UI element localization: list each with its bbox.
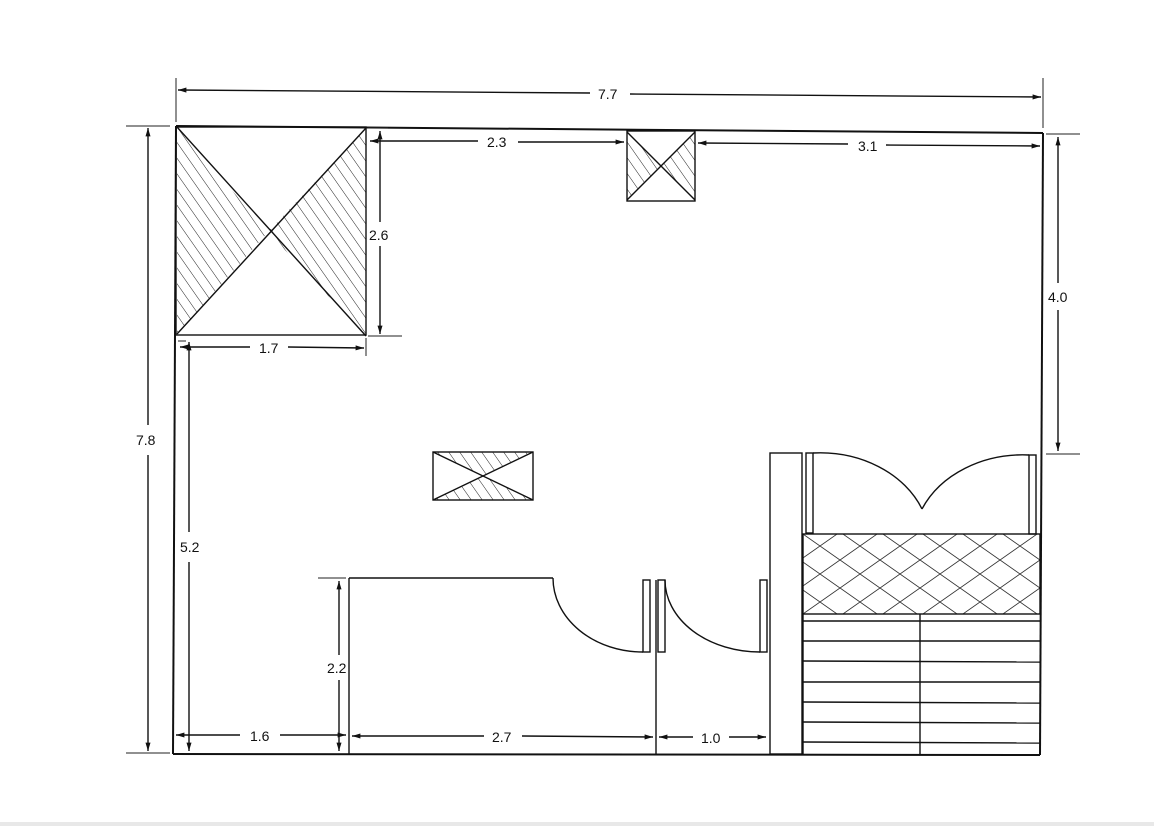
dim-bottom-mid: 2.7: [352, 729, 654, 745]
dim-right-upper: 4.0: [1046, 133, 1080, 455]
right-pillar: [769, 452, 803, 755]
stair-block: [175, 126, 367, 337]
dim-label-stair-width: 1.7: [259, 340, 279, 356]
dim-stair-width: 1.7: [179, 338, 367, 356]
dim-overall-width: 7.7: [175, 78, 1044, 128]
dim-label-top-gap-left: 2.3: [487, 134, 507, 150]
lattice-panel: [802, 533, 1041, 615]
dim-label-stair-height: 2.6: [369, 227, 389, 243]
dim-top-gap-right: 3.1: [697, 138, 1041, 154]
dim-label-overall-depth: 7.8: [136, 432, 156, 448]
room-door-2-swing: [664, 579, 761, 653]
steps: [802, 614, 1041, 754]
room-door-1-swing: [552, 577, 644, 653]
dim-label-right-upper: 4.0: [1048, 289, 1068, 305]
dim-label-bottom-right: 1.0: [701, 730, 721, 746]
dim-top-gap-left: 2.3: [370, 134, 624, 150]
dim-bottom-left: 1.6: [175, 728, 346, 744]
dim-bottom-right: 1.0: [659, 730, 766, 746]
dim-label-room-height: 2.2: [327, 660, 347, 676]
dim-left-lower: 5.2: [178, 340, 200, 751]
room-walls: [348, 577, 768, 754]
dim-label-left-lower: 5.2: [180, 539, 200, 555]
column-center: [432, 451, 534, 501]
dim-label-bottom-left: 1.6: [250, 728, 270, 744]
dim-stair-height: 2.6: [368, 127, 402, 337]
dim-label-top-gap-right: 3.1: [858, 138, 878, 154]
column-top: [626, 130, 696, 202]
dim-overall-depth: 7.8: [126, 125, 170, 754]
scan-edge: [0, 822, 1154, 826]
dim-label-bottom-mid: 2.7: [492, 729, 512, 745]
dim-label-overall-width: 7.7: [598, 86, 618, 102]
double-door: [805, 452, 1037, 535]
dim-room-height: 2.2: [318, 577, 347, 751]
